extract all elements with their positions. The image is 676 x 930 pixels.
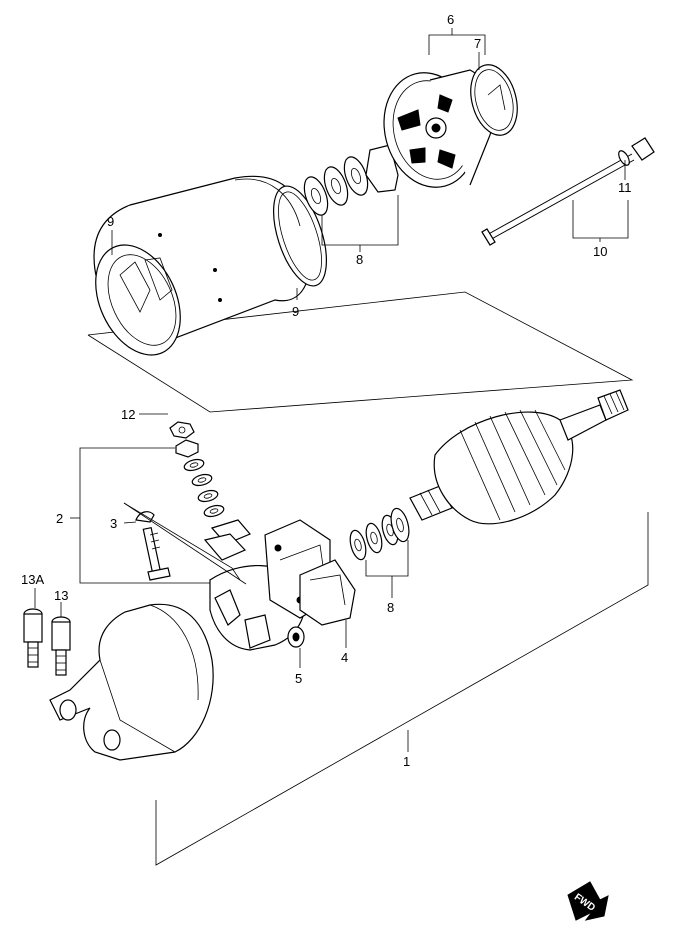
callout-3: 3 bbox=[110, 516, 117, 531]
armature bbox=[409, 389, 629, 525]
lower-washer-stack bbox=[349, 507, 410, 561]
housing-bolt-13 bbox=[51, 616, 71, 676]
leader-lines bbox=[34, 28, 629, 752]
upper-group-outline bbox=[87, 291, 634, 413]
callout-13: 13 bbox=[54, 588, 68, 603]
housing-bolt-13a bbox=[23, 608, 43, 668]
callout-12: 12 bbox=[121, 407, 135, 422]
callout-6: 6 bbox=[447, 12, 454, 27]
upper-washer-stack bbox=[303, 144, 399, 216]
callout-10: 10 bbox=[593, 244, 607, 259]
fwd-direction-badge: FWD bbox=[567, 881, 609, 921]
terminal-stack bbox=[123, 421, 251, 585]
end-cover bbox=[383, 69, 494, 188]
callout-5: 5 bbox=[295, 671, 302, 686]
front-housing bbox=[49, 603, 214, 761]
through-bolt bbox=[481, 137, 655, 246]
brush-plate bbox=[299, 559, 356, 626]
callout-2: 2 bbox=[56, 511, 63, 526]
callout-13a: 13A bbox=[21, 572, 44, 587]
callout-4: 4 bbox=[341, 650, 348, 665]
callout-8-lower: 8 bbox=[387, 600, 394, 615]
end-cover-o-ring bbox=[470, 64, 518, 136]
callout-9-right: 9 bbox=[292, 304, 299, 319]
bearing bbox=[287, 626, 305, 648]
callout-1: 1 bbox=[403, 754, 410, 769]
yoke-housing bbox=[93, 175, 327, 356]
callout-11: 11 bbox=[618, 180, 632, 195]
armature-group-outline bbox=[155, 512, 649, 866]
brush-holder bbox=[209, 519, 331, 651]
callout-8-upper: 8 bbox=[356, 252, 363, 267]
callout-9-left: 9 bbox=[107, 214, 114, 229]
callout-7: 7 bbox=[474, 36, 481, 51]
